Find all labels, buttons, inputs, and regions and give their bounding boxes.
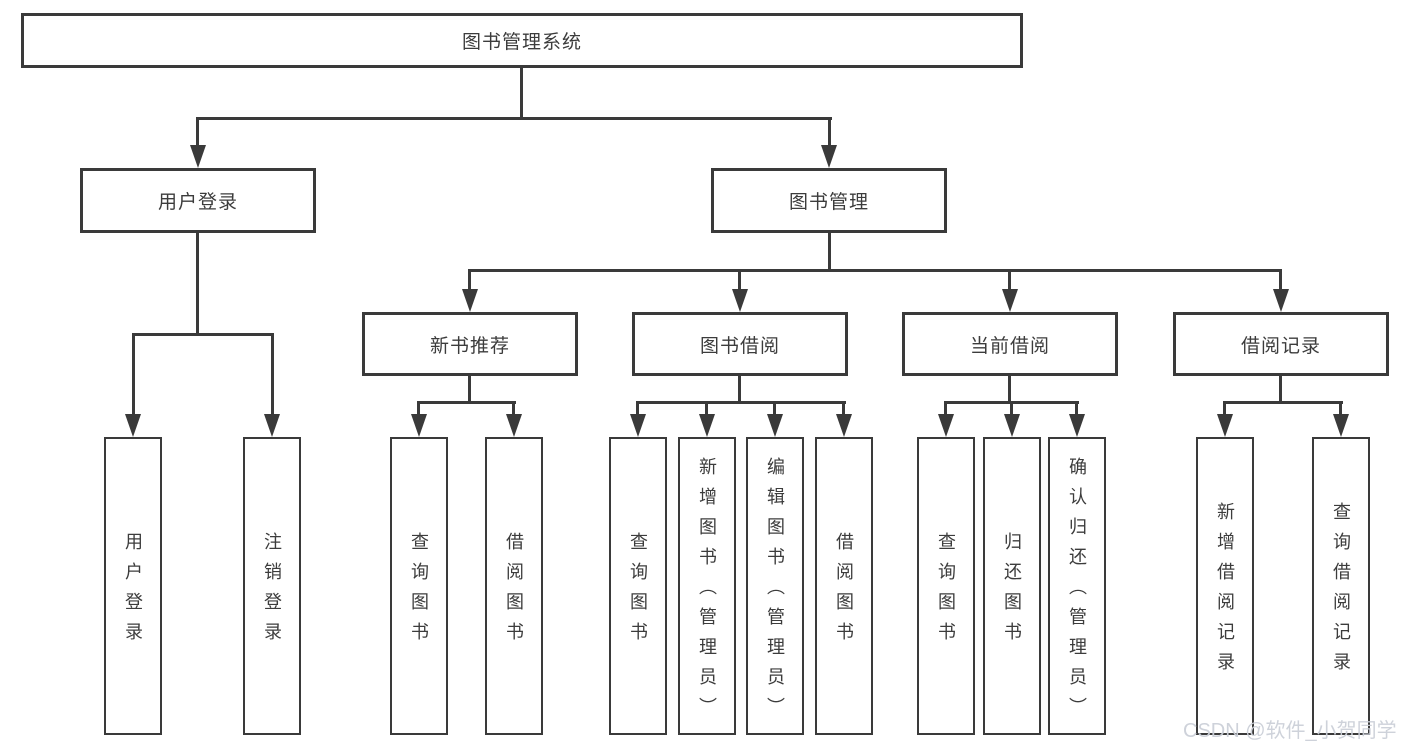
arrow-to-bb-borrow bbox=[836, 414, 852, 437]
csdn-watermark: CSDN @软件_小贺同学 bbox=[1183, 720, 1397, 742]
arrow-to-current-borrow bbox=[1002, 289, 1018, 312]
node-leaf-logout: 注销登录 bbox=[243, 437, 301, 735]
node-root: 图书管理系统 bbox=[21, 13, 1023, 68]
arrow-to-nbr-borrow bbox=[506, 414, 522, 437]
connector-bb-stem bbox=[738, 376, 741, 404]
node-user-login-group-label: 用户登录 bbox=[157, 192, 238, 213]
connector-bb-hbar bbox=[636, 401, 846, 404]
node-leaf-cb-confirm-return-admin: 确认归还（管理员） bbox=[1048, 437, 1106, 735]
node-borrow-records-label: 借阅记录 bbox=[1240, 335, 1321, 357]
arrow-to-leaf-logout bbox=[264, 414, 280, 437]
connector-br-hbar bbox=[1223, 401, 1343, 404]
node-leaf-cb-return-books-label: 归还图书 bbox=[1002, 532, 1022, 652]
arrow-to-bb-query bbox=[630, 414, 646, 437]
connector-cb-drop-3 bbox=[1075, 401, 1078, 416]
connector-bb-drop-2 bbox=[705, 401, 708, 416]
node-leaf-br-query-record: 查询借阅记录 bbox=[1312, 437, 1370, 735]
node-leaf-bb-borrow-books-label: 借阅图书 bbox=[834, 532, 854, 652]
node-leaf-bb-add-books-admin-label: 新增图书（管理员） bbox=[697, 457, 717, 727]
node-leaf-nbr-borrow-books: 借阅图书 bbox=[485, 437, 543, 735]
connector-bookmgmt-hbar bbox=[468, 269, 1282, 272]
node-leaf-cb-confirm-return-admin-label: 确认归还（管理员） bbox=[1067, 457, 1087, 727]
node-new-book-recommend: 新书推荐 bbox=[362, 312, 578, 376]
node-leaf-cb-query-books: 查询图书 bbox=[917, 437, 975, 735]
node-leaf-user-login-label: 用户登录 bbox=[123, 532, 143, 652]
node-leaf-bb-edit-books-admin-label: 编辑图书（管理员） bbox=[765, 457, 785, 727]
arrow-to-br-query bbox=[1333, 414, 1349, 437]
connector-cb-drop-1 bbox=[944, 401, 947, 416]
arrow-to-bb-add bbox=[699, 414, 715, 437]
arrow-to-cb-confirm bbox=[1069, 414, 1085, 437]
connector-bookmgmt-drop-1 bbox=[468, 269, 471, 291]
connector-br-drop-2 bbox=[1339, 401, 1342, 416]
node-leaf-cb-return-books: 归还图书 bbox=[983, 437, 1041, 735]
connector-bookmgmt-stem bbox=[828, 233, 831, 272]
node-user-login-group: 用户登录 bbox=[80, 168, 316, 233]
node-leaf-bb-add-books-admin: 新增图书（管理员） bbox=[678, 437, 736, 735]
node-current-borrow: 当前借阅 bbox=[902, 312, 1118, 376]
node-leaf-logout-label: 注销登录 bbox=[262, 532, 282, 652]
arrow-to-leaf-user-login bbox=[125, 414, 141, 437]
node-leaf-cb-query-books-label: 查询图书 bbox=[936, 532, 956, 652]
connector-userlogin-drop-1 bbox=[132, 333, 135, 415]
connector-bookmgmt-drop-2 bbox=[738, 269, 741, 291]
connector-userlogin-drop-2 bbox=[271, 333, 274, 415]
arrow-to-bb-edit bbox=[767, 414, 783, 437]
connector-bb-drop-3 bbox=[773, 401, 776, 416]
connector-br-drop-1 bbox=[1223, 401, 1226, 416]
node-leaf-bb-query-books: 查询图书 bbox=[609, 437, 667, 735]
node-leaf-br-add-record-label: 新增借阅记录 bbox=[1215, 502, 1235, 682]
connector-nbr-hbar bbox=[417, 401, 516, 404]
arrow-to-book-borrow bbox=[732, 289, 748, 312]
node-book-borrow-label: 图书借阅 bbox=[699, 335, 780, 357]
connector-br-stem bbox=[1279, 376, 1282, 404]
node-leaf-bb-edit-books-admin: 编辑图书（管理员） bbox=[746, 437, 804, 735]
arrow-to-br-add bbox=[1217, 414, 1233, 437]
connector-root-drop-right bbox=[828, 117, 831, 147]
node-new-book-recommend-label: 新书推荐 bbox=[429, 335, 510, 357]
node-leaf-user-login: 用户登录 bbox=[104, 437, 162, 735]
arrow-to-user-login-group bbox=[190, 145, 206, 168]
node-current-borrow-label: 当前借阅 bbox=[969, 335, 1050, 357]
node-leaf-bb-query-books-label: 查询图书 bbox=[628, 532, 648, 652]
connector-cb-drop-2 bbox=[1010, 401, 1013, 416]
connector-bb-drop-4 bbox=[842, 401, 845, 416]
connector-bookmgmt-drop-3 bbox=[1008, 269, 1011, 291]
connector-bb-drop-1 bbox=[636, 401, 639, 416]
arrow-to-book-management bbox=[821, 145, 837, 168]
connector-nbr-drop-2 bbox=[512, 401, 515, 416]
node-borrow-records: 借阅记录 bbox=[1173, 312, 1389, 376]
arrow-to-borrow-records bbox=[1273, 289, 1289, 312]
arrow-to-new-book-recommend bbox=[462, 289, 478, 312]
connector-nbr-drop-1 bbox=[417, 401, 420, 416]
connector-cb-stem bbox=[1008, 376, 1011, 404]
connector-userlogin-hbar bbox=[132, 333, 274, 336]
node-book-borrow: 图书借阅 bbox=[632, 312, 848, 376]
node-leaf-nbr-query-books-label: 查询图书 bbox=[409, 532, 429, 652]
connector-root-hbar bbox=[196, 117, 832, 120]
node-root-label: 图书管理系统 bbox=[461, 32, 582, 53]
node-book-management: 图书管理 bbox=[711, 168, 947, 233]
node-leaf-bb-borrow-books: 借阅图书 bbox=[815, 437, 873, 735]
node-leaf-nbr-borrow-books-label: 借阅图书 bbox=[504, 532, 524, 652]
node-leaf-nbr-query-books: 查询图书 bbox=[390, 437, 448, 735]
arrow-to-cb-query bbox=[938, 414, 954, 437]
node-leaf-br-add-record: 新增借阅记录 bbox=[1196, 437, 1254, 735]
connector-nbr-stem bbox=[468, 376, 471, 404]
connector-userlogin-stem bbox=[196, 233, 199, 335]
arrow-to-nbr-query bbox=[411, 414, 427, 437]
connector-root-stem bbox=[520, 68, 523, 118]
connector-bookmgmt-drop-4 bbox=[1279, 269, 1282, 291]
arrow-to-cb-return bbox=[1004, 414, 1020, 437]
connector-root-drop-left bbox=[196, 117, 199, 147]
node-leaf-br-query-record-label: 查询借阅记录 bbox=[1331, 502, 1351, 682]
node-book-management-label: 图书管理 bbox=[788, 192, 869, 213]
